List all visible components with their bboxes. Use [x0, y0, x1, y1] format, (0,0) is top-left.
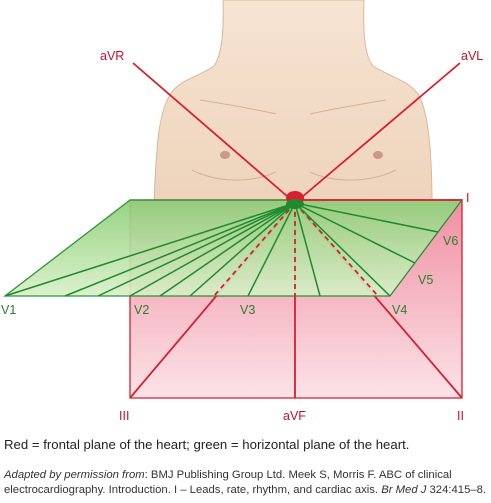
- pectoral-left: [191, 169, 277, 181]
- figure-caption: Red = frontal plane of the heart; green …: [4, 437, 410, 452]
- line-II-through-plane: [294, 202, 379, 297]
- credit-text-1: : BMJ Publishing Group Ltd. Meek S, Morr…: [4, 469, 452, 496]
- line-V6: [294, 202, 439, 233]
- figure-credit: Adapted by permission from: BMJ Publishi…: [4, 468, 488, 498]
- line-mid-2: [189, 202, 296, 297]
- label-I: I: [466, 191, 469, 205]
- label-V5: V5: [418, 273, 433, 287]
- collarbone-left: [199, 99, 277, 115]
- label-V2: V2: [134, 303, 149, 317]
- horizontal-plane: [3, 199, 464, 297]
- label-II: II: [457, 409, 464, 423]
- line-V5: [294, 202, 416, 264]
- line-mid-3: [294, 202, 321, 297]
- label-V4: V4: [392, 303, 407, 317]
- line-III-through-plane: [213, 202, 296, 297]
- pectoral-right: [309, 169, 397, 181]
- nipple-left: [220, 151, 230, 159]
- nipple-right: [373, 151, 383, 159]
- collarbone-right: [309, 99, 387, 115]
- line-V1: [4, 202, 296, 297]
- line-mid-4: [97, 202, 296, 297]
- line-aVL: [294, 62, 461, 204]
- credit-text-2: 324:415–8.: [426, 484, 487, 496]
- ecg-lead-diagram: aVR aVL I II III aVF V1 V2 V3 V4 V5 V6: [1, 0, 483, 423]
- line-V4: [294, 202, 391, 297]
- torso-illustration: [153, 0, 433, 206]
- label-III: III: [119, 409, 129, 423]
- label-V6: V6: [443, 234, 458, 248]
- label-V1: V1: [1, 303, 16, 317]
- credit-prefix: Adapted by permission from: [4, 469, 145, 481]
- line-V2: [129, 202, 296, 297]
- label-aVL: aVL: [461, 49, 483, 63]
- credit-journal: Br Med J: [381, 484, 427, 496]
- label-V3: V3: [240, 303, 255, 317]
- line-V3: [247, 202, 296, 297]
- label-aVR: aVR: [100, 49, 124, 63]
- line-mid-1: [64, 202, 296, 297]
- line-mid-5: [159, 202, 296, 297]
- line-aVR: [132, 62, 296, 204]
- heart-marker-green: [286, 199, 304, 209]
- label-aVF: aVF: [283, 409, 306, 423]
